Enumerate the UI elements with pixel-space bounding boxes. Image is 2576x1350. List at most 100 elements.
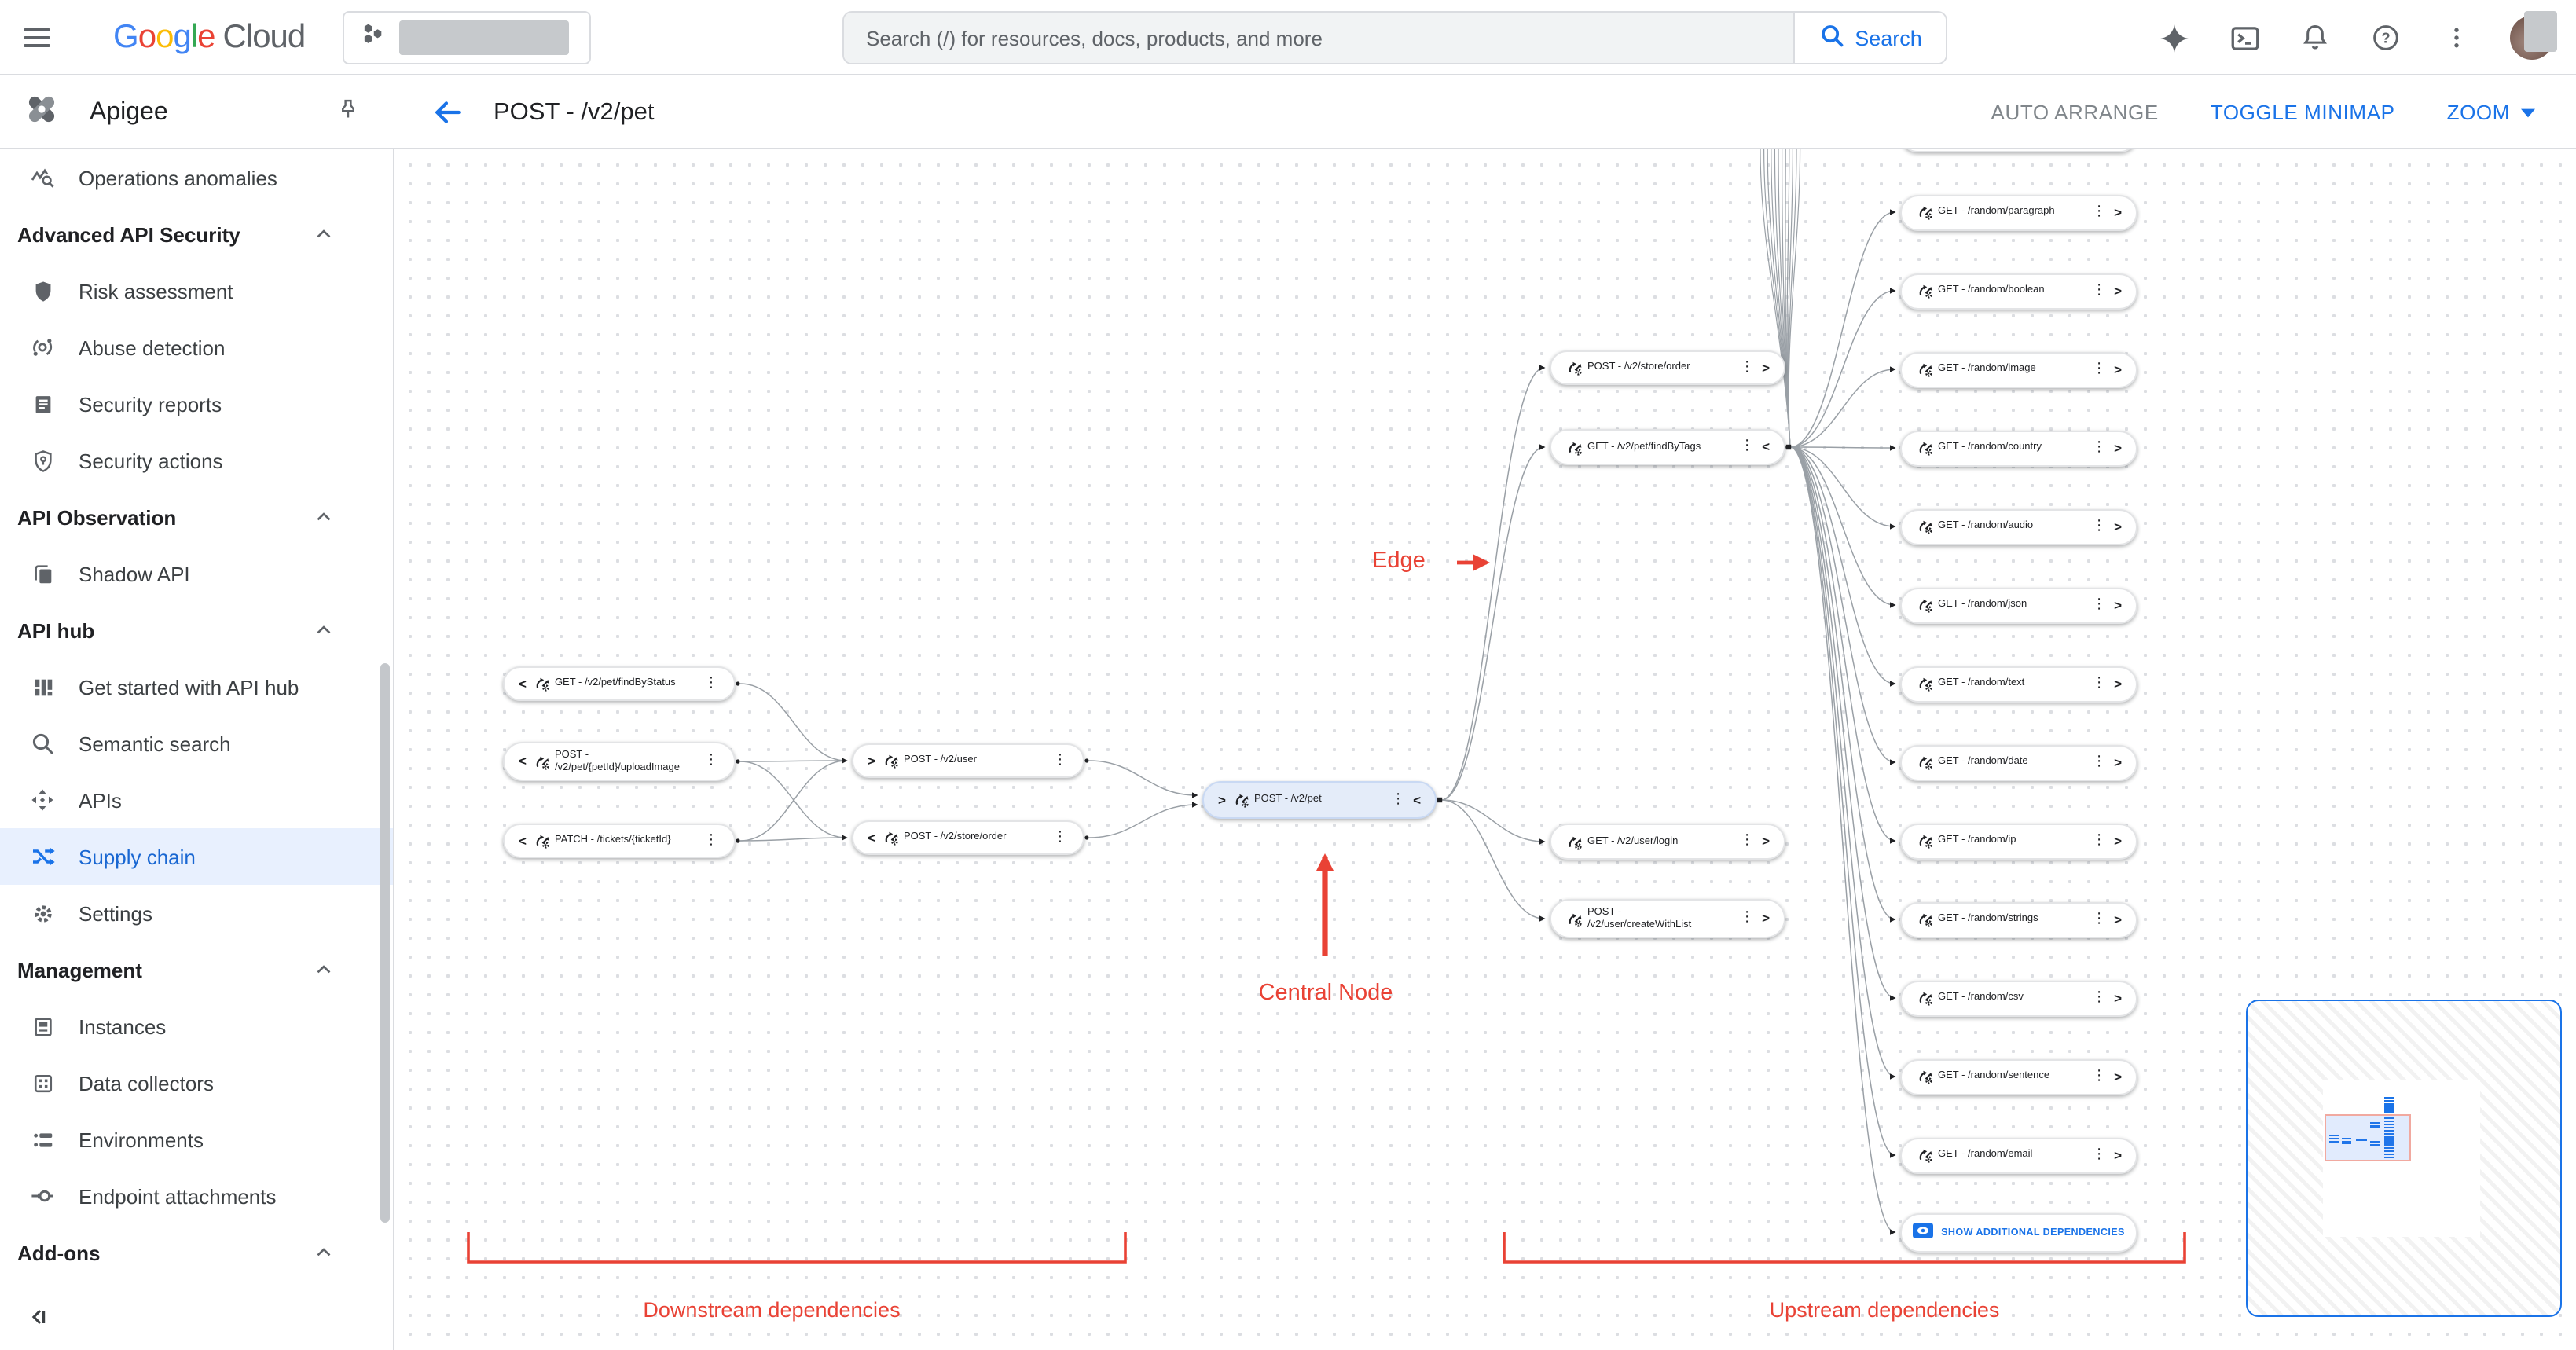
expand-chevron[interactable]: >	[2114, 911, 2122, 927]
expand-chevron[interactable]: >	[2114, 204, 2122, 220]
sidebar-item-operations-anomalies[interactable]: Operations anomalies	[0, 149, 393, 206]
node-menu-icon[interactable]: ⋮	[2092, 675, 2107, 691]
sidebar-section-advanced-api-security[interactable]: Advanced API Security	[0, 206, 393, 262]
expand-chevron[interactable]: >	[2114, 1146, 2122, 1163]
expand-chevron[interactable]: >	[1762, 833, 1770, 849]
sidebar-item-abuse-detection[interactable]: Abuse detection	[0, 319, 393, 376]
node-patch-tickets-ticketid[interactable]: <PATCH - /tickets/{ticketId}⋮	[503, 824, 736, 858]
node-menu-icon[interactable]: ⋮	[2092, 596, 2107, 612]
sidebar-item-instances[interactable]: Instances	[0, 998, 393, 1055]
sidebar-section-add-ons[interactable]: Add-ons	[0, 1224, 393, 1281]
node-menu-icon[interactable]: ⋮	[2092, 361, 2107, 376]
node-menu-icon[interactable]: ⋮	[704, 675, 718, 691]
node-menu-icon[interactable]: ⋮	[2092, 518, 2107, 534]
node-post-v2-store-order[interactable]: <POST - /v2/store/order⋮	[852, 820, 1084, 855]
node-menu-icon[interactable]: ⋮	[1053, 829, 1067, 845]
node-get-random-country[interactable]: GET - /random/country⋮>	[1900, 430, 2137, 466]
sidebar-section-management[interactable]: Management	[0, 941, 393, 998]
node-menu-icon[interactable]: ⋮	[2092, 832, 2107, 848]
action-zoom[interactable]: ZOOM	[2447, 101, 2535, 124]
sidebar-item-risk-assessment[interactable]: Risk assessment	[0, 262, 393, 319]
expand-chevron[interactable]: >	[2114, 518, 2122, 534]
minimap-viewport[interactable]	[2325, 1114, 2411, 1161]
node-get-random-ip[interactable]: GET - /random/ip⋮>	[1900, 823, 2137, 859]
node-get-random-csv[interactable]: GET - /random/csv⋮>	[1900, 980, 2137, 1016]
sidebar-item-settings[interactable]: Settings	[0, 885, 393, 941]
project-selector[interactable]	[343, 10, 592, 64]
search-input[interactable]	[844, 13, 1793, 63]
expand-chevron[interactable]: <	[519, 675, 527, 692]
node-get-v2-pet-findbytags[interactable]: GET - /v2/pet/findByTags⋮<	[1550, 429, 1785, 465]
sidebar-scrollbar[interactable]	[380, 663, 390, 1223]
action-toggle-minimap[interactable]: TOGGLE MINIMAP	[2210, 101, 2395, 124]
sidebar-item-security-reports[interactable]: Security reports	[0, 376, 393, 432]
expand-chevron[interactable]: >	[2114, 675, 2122, 692]
node-menu-icon[interactable]: ⋮	[1740, 833, 1755, 849]
node-get-random-image[interactable]: GET - /random/image⋮>	[1900, 351, 2137, 387]
expand-chevron[interactable]: >	[2114, 361, 2122, 377]
node-get-random-boolean[interactable]: GET - /random/boolean⋮>	[1900, 273, 2137, 309]
expand-chevron[interactable]: >	[2114, 989, 2122, 1006]
expand-chevron[interactable]: >	[1218, 791, 1226, 808]
show-additional-dependencies-button[interactable]: SHOW ADDITIONAL DEPENDENCIES	[1900, 1212, 2137, 1252]
expand-chevron[interactable]: >	[2114, 439, 2122, 456]
node-get-random-strings[interactable]: GET - /random/strings⋮>	[1900, 901, 2137, 937]
node-get-random-sentence[interactable]: GET - /random/sentence⋮>	[1900, 1058, 2137, 1095]
sidebar-item-endpoint-attachments[interactable]: Endpoint attachments	[0, 1168, 393, 1224]
expand-chevron[interactable]: >	[2114, 596, 2122, 613]
node-get-random-email[interactable]: GET - /random/email⋮>	[1900, 1137, 2137, 1173]
sidebar-section-api-hub[interactable]: API hub	[0, 602, 393, 658]
node-post-v2-user[interactable]: >POST - /v2/user⋮	[852, 743, 1084, 778]
node-get-random-audio[interactable]: GET - /random/audio⋮>	[1900, 508, 2137, 545]
node-get-random-date[interactable]: GET - /random/date⋮>	[1900, 744, 2137, 780]
node-post-v2-pet-petid-uploadimage[interactable]: <POST - /v2/pet/{petId}/uploadImage⋮	[503, 742, 736, 781]
clipped-node[interactable]	[1900, 149, 2137, 152]
node-get-random-json[interactable]: GET - /random/json⋮>	[1900, 587, 2137, 623]
node-get-v2-pet-findbystatus[interactable]: <GET - /v2/pet/findByStatus⋮	[503, 666, 736, 701]
sidebar-item-data-collectors[interactable]: Data collectors	[0, 1055, 393, 1111]
sidebar-item-shadow-api[interactable]: Shadow API	[0, 545, 393, 602]
cloud-shell-icon[interactable]	[2227, 20, 2262, 55]
node-menu-icon[interactable]: ⋮	[1391, 791, 1406, 807]
node-menu-icon[interactable]: ⋮	[1053, 752, 1067, 768]
expand-chevron[interactable]: >	[1762, 910, 1770, 926]
action-auto-arrange[interactable]: AUTO ARRANGE	[1991, 101, 2159, 124]
node-menu-icon[interactable]: ⋮	[1740, 359, 1755, 375]
node-post-v2-user-createwithlist[interactable]: POST - /v2/user/createWithList⋮>	[1550, 899, 1785, 938]
expand-chevron[interactable]: >	[2114, 754, 2122, 770]
node-menu-icon[interactable]: ⋮	[2092, 1068, 2107, 1084]
node-post-v2-pet[interactable]: >POST - /v2/pet⋮<	[1202, 781, 1437, 819]
pin-icon[interactable]	[336, 97, 360, 128]
sidebar-item-get-started-with-api-hub[interactable]: Get started with API hub	[0, 658, 393, 715]
more-options-icon[interactable]	[2439, 20, 2474, 55]
expand-chevron[interactable]: <	[1762, 438, 1770, 455]
expand-chevron[interactable]: >	[2114, 282, 2122, 299]
expand-chevron[interactable]: <	[1413, 791, 1421, 808]
expand-chevron[interactable]: >	[868, 752, 875, 769]
sidebar-item-apis[interactable]: APIs	[0, 772, 393, 828]
node-menu-icon[interactable]: ⋮	[2092, 911, 2107, 926]
node-menu-icon[interactable]: ⋮	[704, 753, 718, 769]
node-menu-icon[interactable]: ⋮	[2092, 989, 2107, 1005]
minimap[interactable]	[2246, 1000, 2562, 1317]
expand-chevron[interactable]: >	[2114, 832, 2122, 849]
node-menu-icon[interactable]: ⋮	[2092, 1146, 2107, 1162]
expand-chevron[interactable]: <	[519, 832, 527, 849]
sidebar-section-api-observation[interactable]: API Observation	[0, 489, 393, 545]
sidebar-item-semantic-search[interactable]: Semantic search	[0, 715, 393, 772]
node-menu-icon[interactable]: ⋮	[1740, 910, 1755, 926]
node-get-random-paragraph[interactable]: GET - /random/paragraph⋮>	[1900, 194, 2137, 230]
sidebar-item-security-actions[interactable]: Security actions	[0, 432, 393, 489]
node-get-v2-user-login[interactable]: GET - /v2/user/login⋮>	[1550, 824, 1785, 860]
avatar[interactable]	[2510, 11, 2557, 60]
gemini-icon[interactable]	[2156, 20, 2191, 55]
collapse-sidebar-icon[interactable]	[25, 1304, 50, 1337]
node-get-random-text[interactable]: GET - /random/text⋮>	[1900, 666, 2137, 702]
sidebar-item-supply-chain[interactable]: Supply chain	[0, 828, 393, 885]
supply-chain-canvas[interactable]: <GET - /v2/pet/findByStatus⋮ <POST - /v2/…	[394, 149, 2576, 1350]
node-post-v2-store-order[interactable]: POST - /v2/store/order⋮>	[1550, 350, 1785, 385]
expand-chevron[interactable]: >	[1762, 359, 1770, 376]
node-menu-icon[interactable]: ⋮	[1740, 438, 1755, 454]
search-button[interactable]: Search	[1793, 13, 1946, 63]
